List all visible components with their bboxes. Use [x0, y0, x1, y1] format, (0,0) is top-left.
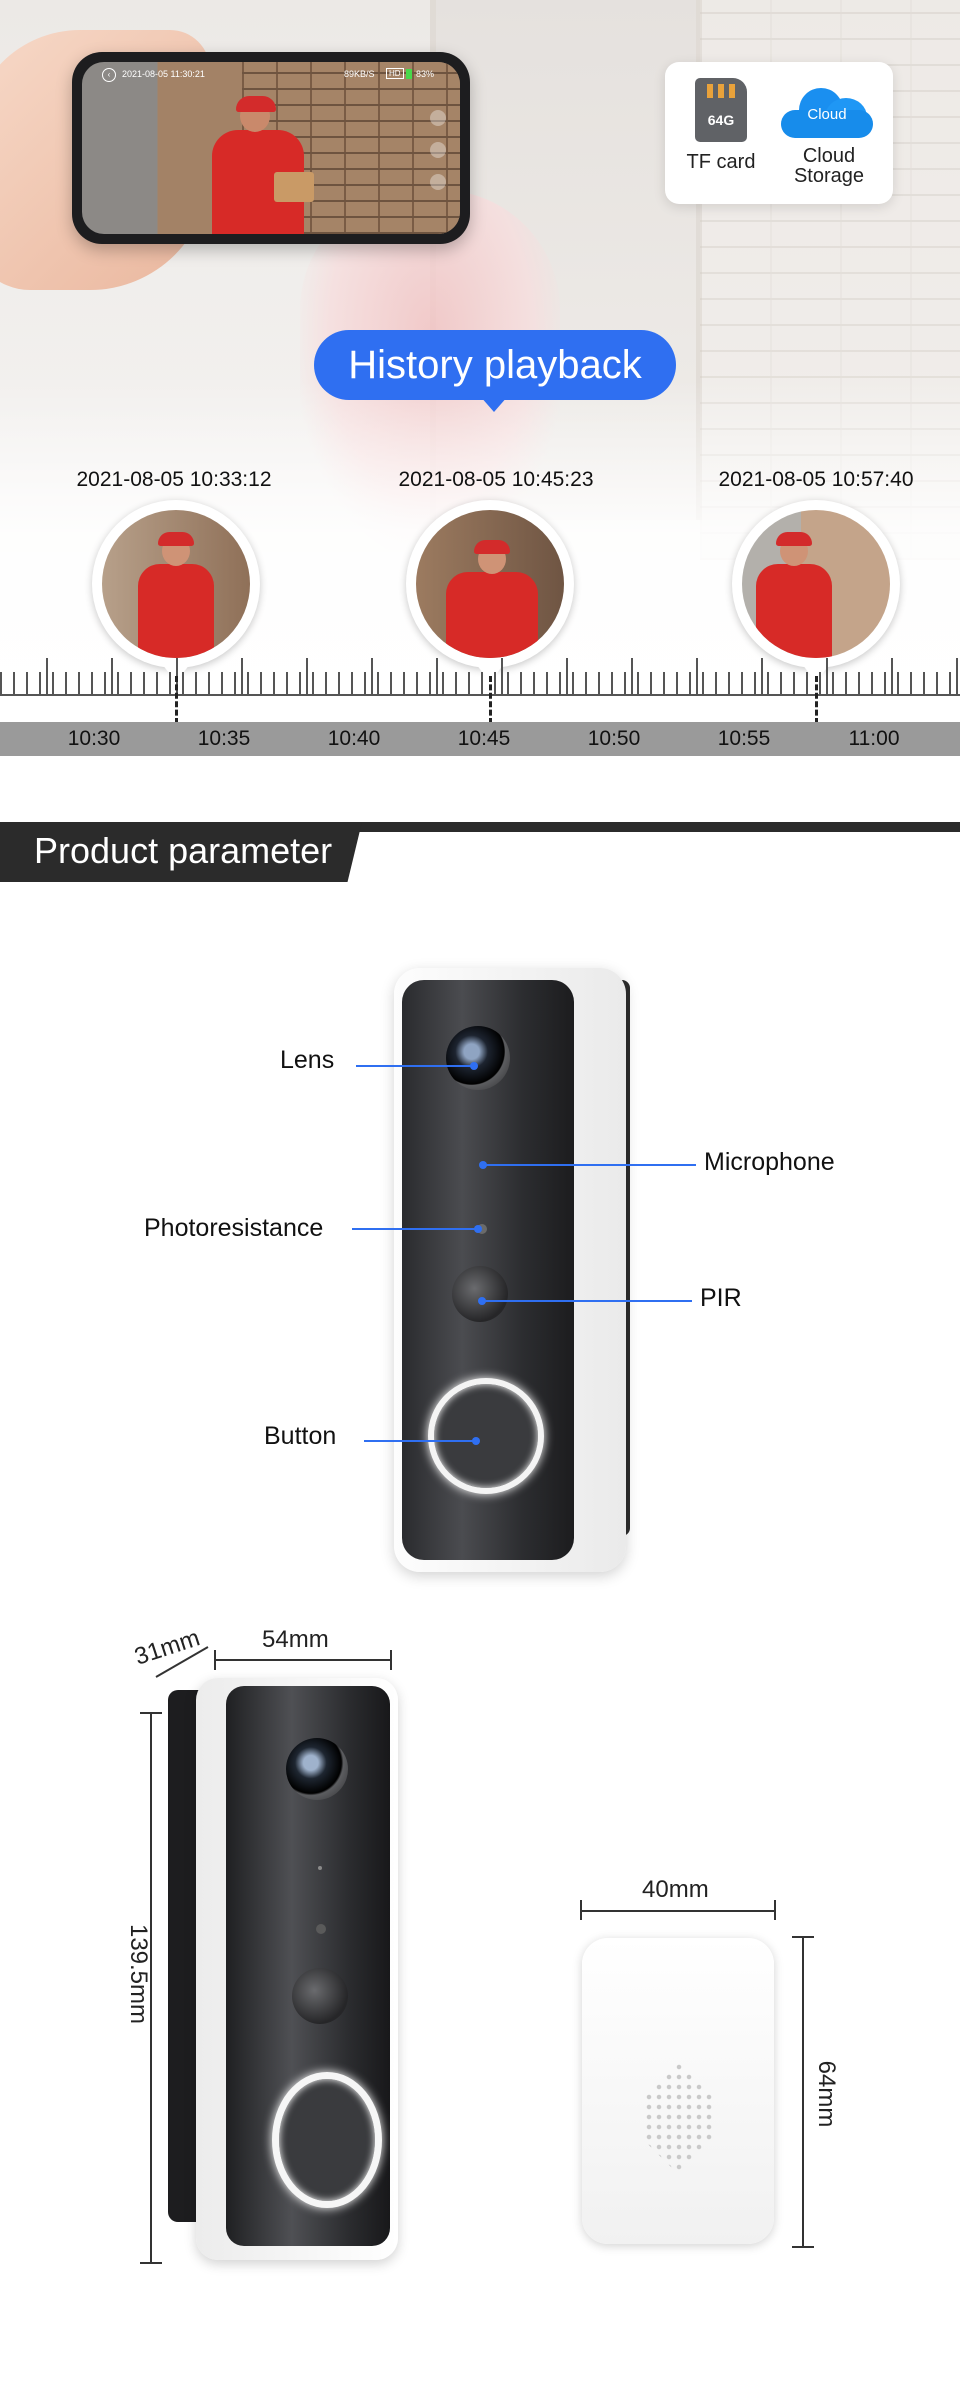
microphone-icon[interactable]	[430, 142, 446, 158]
clip-thumbnail-3[interactable]	[732, 500, 900, 668]
tf-card-label: TF card	[686, 151, 756, 173]
battery-level: 83%	[416, 69, 435, 79]
screen-delivery-person	[202, 96, 314, 234]
phone-live-view: ‹ 2021-08-05 11:30:21 89KB/S HD 83%	[82, 62, 460, 234]
history-playback-section: ‹ 2021-08-05 11:30:21 89KB/S HD 83% 64G …	[0, 0, 960, 760]
back-icon[interactable]: ‹	[102, 68, 116, 82]
chime-height-line	[802, 1936, 804, 2246]
timeline-bar[interactable]	[0, 722, 960, 756]
hd-badge[interactable]: HD	[386, 68, 404, 79]
camera-icon[interactable]	[430, 174, 446, 190]
button-callout-label: Button	[264, 1422, 337, 1450]
timeline-label: 10:35	[197, 727, 251, 750]
timeline-label: 10:55	[717, 727, 771, 750]
cloud-label-line1: Cloud	[802, 145, 856, 167]
lens-callout-label: Lens	[280, 1046, 335, 1074]
timeline-marker-2	[489, 676, 492, 724]
clip-thumbnail-2[interactable]	[406, 500, 574, 668]
cloud-badge-text: Cloud	[807, 106, 847, 123]
chime-height-label: 64mm	[813, 2060, 840, 2128]
timeline-major-ticks	[0, 658, 960, 696]
clip-timestamp-3: 2021-08-05 10:57:40	[718, 468, 914, 491]
timeline-label: 10:30	[67, 727, 121, 750]
sd-card-icon: 64G	[695, 78, 747, 142]
photoresistance-callout-label: Photoresistance	[144, 1214, 324, 1242]
pir-sensor	[292, 1968, 348, 2024]
doorbell-button	[272, 2072, 382, 2208]
storage-options-card: 64G TF card Cloud Cloud Storage	[665, 62, 893, 204]
microphone-hole	[318, 1866, 322, 1870]
speaker-grille	[644, 2062, 712, 2174]
width-dimension-line	[214, 1659, 390, 1661]
photoresistance-callout-line	[352, 1228, 478, 1230]
camera-lens-icon	[286, 1738, 348, 1800]
microphone-callout-label: Microphone	[704, 1148, 835, 1176]
timeline-axis	[0, 694, 960, 696]
doorbell-height-label: 139.5mm	[125, 1923, 152, 2025]
clip-timestamp-1: 2021-08-05 10:33:12	[76, 468, 272, 491]
photoresistor	[477, 1224, 487, 1234]
cloud-icon: Cloud	[781, 88, 873, 140]
phone-timestamp: 2021-08-05 11:30:21	[122, 69, 205, 79]
timeline-label: 11:00	[848, 727, 900, 750]
section-title: Product parameter	[34, 830, 333, 871]
history-playback-title: History playback	[314, 330, 676, 400]
button-callout-line	[364, 1440, 476, 1442]
microphone-callout-line	[484, 1164, 696, 1166]
pir-callout-line	[484, 1300, 692, 1302]
mute-icon[interactable]	[430, 110, 446, 126]
doorbell-depth-label: 31mm	[131, 1624, 204, 1671]
timeline-marker-3	[815, 676, 818, 724]
chime-width-label: 40mm	[642, 1876, 709, 1903]
indoor-chime	[582, 1938, 774, 2244]
clip-thumbnail-1[interactable]	[92, 500, 260, 668]
title-pointer	[480, 396, 508, 412]
photoresistor	[316, 1924, 326, 1934]
doorbell-width-label: 54mm	[262, 1626, 329, 1653]
phone-speed: 89KB/S	[344, 69, 375, 79]
cloud-label-line2: Storage	[793, 165, 865, 187]
timeline-label: 10:45	[457, 727, 511, 750]
timeline-label: 10:50	[587, 727, 641, 750]
battery-icon	[406, 69, 412, 79]
package-image	[274, 172, 314, 202]
sd-capacity: 64G	[707, 112, 735, 128]
camera-lens-icon	[446, 1026, 510, 1090]
chime-width-line	[580, 1910, 776, 1912]
timeline-label: 10:40	[327, 727, 381, 750]
section-header-tab	[0, 822, 362, 882]
height-dimension-line	[150, 1712, 152, 2264]
pir-callout-label: PIR	[700, 1284, 742, 1312]
screen-brick-wall	[242, 62, 460, 234]
doorbell-button	[428, 1378, 544, 1494]
lens-callout-line	[356, 1065, 474, 1067]
section-divider-bar	[0, 822, 960, 832]
clip-timestamp-2: 2021-08-05 10:45:23	[398, 468, 594, 491]
phone-status-bar: ‹ 2021-08-05 11:30:21 89KB/S HD 83%	[102, 68, 442, 84]
timeline-marker-1	[175, 676, 178, 724]
pir-sensor	[452, 1266, 508, 1322]
